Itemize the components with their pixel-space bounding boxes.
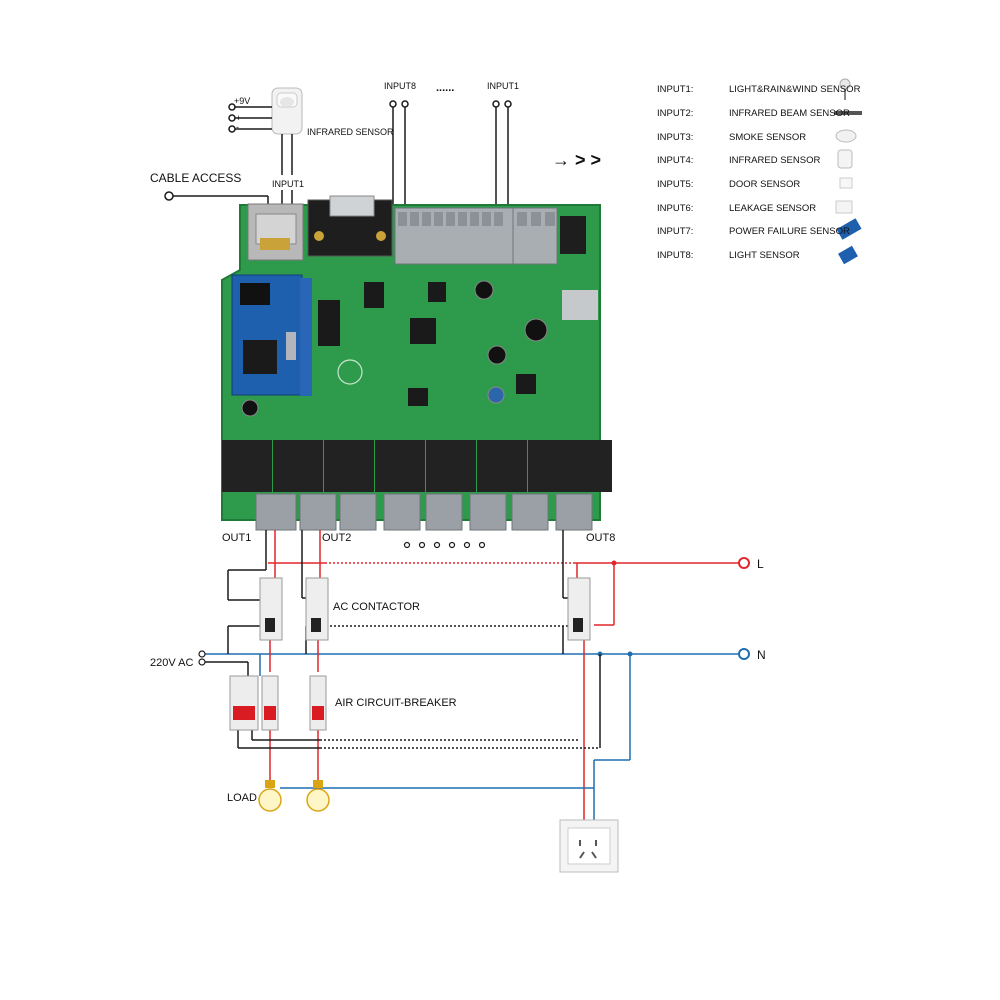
legend-row-input6: INPUT6: LEAKAGE SENSOR xyxy=(657,203,816,219)
live-terminal xyxy=(738,557,750,569)
infrared-sensor-device xyxy=(271,87,303,135)
legend-value: DOOR SENSOR xyxy=(729,179,801,190)
cable-access-line xyxy=(164,191,269,205)
legend-key: INPUT1: xyxy=(657,84,694,95)
control-wires xyxy=(205,530,601,749)
sensor-wires xyxy=(228,103,293,205)
air-breaker-2 xyxy=(309,675,327,731)
legend-row-input3: INPUT3: SMOKE SENSOR xyxy=(657,132,806,148)
output-live-wires xyxy=(269,530,615,820)
input1-top-label: INPUT1 xyxy=(487,81,520,91)
air-breaker-label: AIR CIRCUIT-BREAKER xyxy=(335,697,457,709)
legend-row-input7: INPUT7: POWER FAILURE SENSOR xyxy=(657,226,850,242)
wall-socket xyxy=(559,819,619,873)
ellipsis-label: ...... xyxy=(436,82,455,94)
load-label: LOAD xyxy=(227,792,257,804)
infrared-sensor-label: INFRARED SENSOR xyxy=(307,127,394,137)
main-breaker xyxy=(229,675,259,731)
220v-ac-label: 220V AC xyxy=(150,657,194,669)
legend-value: POWER FAILURE SENSOR xyxy=(729,226,850,237)
legend-value: INFRARED BEAM SENSOR xyxy=(729,108,850,119)
legend-value: LIGHT&RAIN&WIND SENSOR xyxy=(729,84,861,95)
beam-sensor-icon xyxy=(834,111,862,115)
continuation-dots xyxy=(403,541,486,549)
door-sensor-icon xyxy=(839,177,853,189)
plus9v-label: +9V xyxy=(234,96,251,106)
input-wires xyxy=(389,100,512,210)
output-terminals xyxy=(255,493,593,531)
ac-contactor-1 xyxy=(259,577,283,641)
smoke-sensor-icon xyxy=(835,129,857,143)
legend-value: LIGHT SENSOR xyxy=(729,250,800,261)
ac-contactor-8 xyxy=(567,577,591,641)
load-bulb-2 xyxy=(306,780,330,812)
pir-sensor-icon xyxy=(837,149,853,169)
arrows-label: → > > xyxy=(552,150,602,170)
input8-top-label: INPUT8 xyxy=(384,81,417,91)
legend-key: INPUT4: xyxy=(657,155,694,166)
ac-contactor-label: AC CONTACTOR xyxy=(333,601,420,613)
legend-key: INPUT8: xyxy=(657,250,694,261)
relay-bank xyxy=(222,440,612,492)
legend-key: INPUT6: xyxy=(657,203,694,214)
legend-row-input2: INPUT2: INFRARED BEAM SENSOR xyxy=(657,108,850,124)
input1-sensor-label: INPUT1 xyxy=(272,179,305,189)
cable-access-label: CABLE ACCESS xyxy=(150,171,242,185)
neutral-terminal xyxy=(738,648,750,660)
legend-key: INPUT5: xyxy=(657,179,694,190)
controller-pcb xyxy=(221,195,612,531)
plus-label: + xyxy=(236,113,242,123)
neutral-drops xyxy=(259,654,631,820)
legend-icons xyxy=(834,78,862,265)
legend-row-input1: INPUT1: LIGHT&RAIN&WIND SENSOR xyxy=(657,84,860,100)
out8-label: OUT8 xyxy=(586,532,616,544)
weather-sensor-icon xyxy=(839,78,851,100)
light-sensor-icon xyxy=(838,245,858,265)
legend-row-input4: INPUT4: INFRARED SENSOR xyxy=(657,155,820,171)
legend-key: INPUT7: xyxy=(657,226,694,237)
live-label: L xyxy=(757,557,764,571)
power-sensor-icon xyxy=(836,218,862,240)
legend-value: SMOKE SENSOR xyxy=(729,132,807,143)
legend-value: INFRARED SENSOR xyxy=(729,155,821,166)
air-breaker-1 xyxy=(261,675,279,731)
legend-key: INPUT3: xyxy=(657,132,694,143)
load-bulb-1 xyxy=(258,780,282,812)
ac-contactor-2 xyxy=(305,577,329,641)
legend-value: LEAKAGE SENSOR xyxy=(729,203,817,214)
legend-row-input8: INPUT8: LIGHT SENSOR xyxy=(657,250,800,266)
legend-key: INPUT2: xyxy=(657,108,694,119)
out1-label: OUT1 xyxy=(222,532,252,544)
leak-sensor-icon xyxy=(835,200,853,214)
out2-label: OUT2 xyxy=(322,532,352,544)
legend-row-input5: INPUT5: DOOR SENSOR xyxy=(657,179,800,195)
minus-label: - xyxy=(236,122,239,132)
neutral-label: N xyxy=(757,648,766,662)
